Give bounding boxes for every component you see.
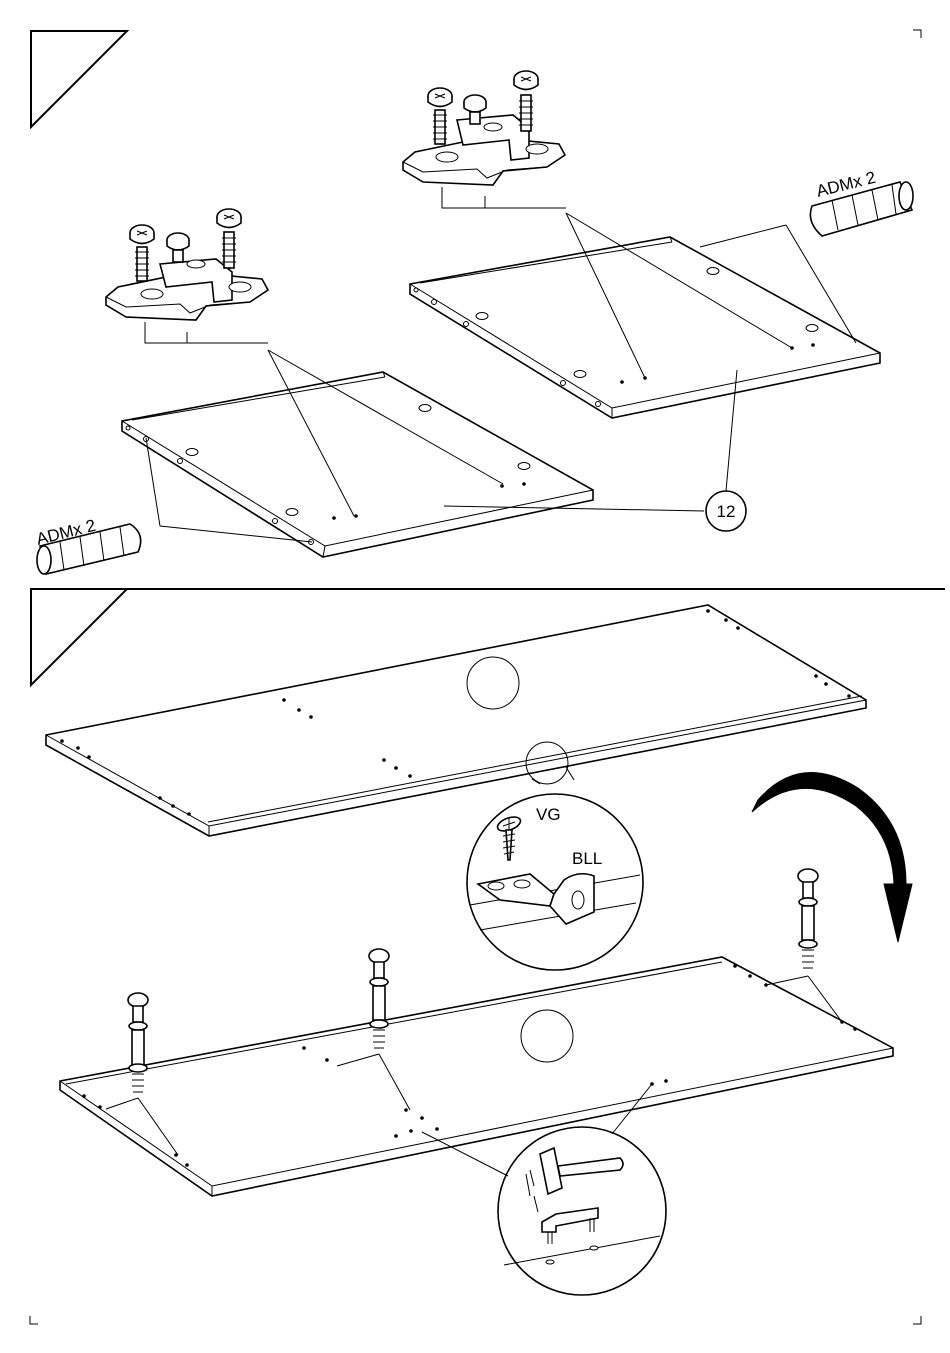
step-2: VG BLL [31, 589, 912, 1295]
step-2-corner-marker [31, 589, 127, 685]
bracket-label: BLL [572, 849, 602, 868]
step-1-corner-marker [31, 31, 127, 127]
rotate-arrow-icon [752, 773, 912, 942]
screw-label: VG [536, 805, 561, 824]
part-number-label: 12 [717, 502, 736, 521]
step-1: ADMx 2 [31, 31, 913, 574]
top-panel [46, 605, 866, 836]
